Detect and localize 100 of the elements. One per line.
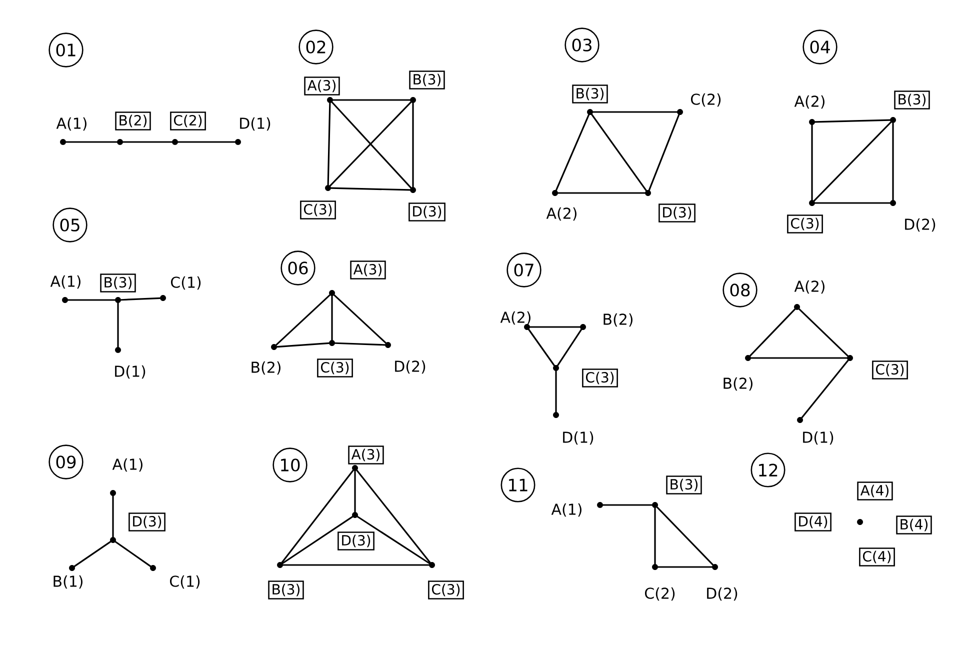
vertex-label: A(2) <box>794 280 824 294</box>
edge-line <box>657 566 713 568</box>
vertex-label: B(1) <box>54 575 82 589</box>
edge-line <box>114 541 152 567</box>
edge-line <box>276 342 330 348</box>
vertex-label: A(2) <box>546 207 576 221</box>
callout-number: 05 <box>52 208 88 242</box>
edge-line <box>555 114 590 191</box>
vertex-label: A(1) <box>56 117 86 131</box>
vertex-label-box: B(3) <box>268 580 304 600</box>
vertex-label: A(1) <box>112 458 142 472</box>
vertex-label-box: C(3) <box>787 214 823 234</box>
vertex-label: B(2) <box>604 313 632 327</box>
vertex-label-box: D(4) <box>794 512 832 532</box>
callout-number: 10 <box>272 448 308 482</box>
vertex-label-box: C(3) <box>300 200 336 220</box>
edge-line <box>334 294 386 344</box>
vertex-label: C(2) <box>645 587 675 601</box>
vertex-label: A(2) <box>500 311 530 325</box>
edge-line <box>529 326 581 328</box>
vertex-label: D(1) <box>563 431 594 445</box>
vertex-label-box: C(4) <box>859 548 895 566</box>
edge-line <box>412 102 414 188</box>
vertex-label-box: C(3) <box>582 368 618 388</box>
edge-line <box>811 124 813 201</box>
vertex-label: D(1) <box>115 365 146 379</box>
vertex-label: A(2) <box>794 95 824 109</box>
vertex-label: D(2) <box>905 218 936 232</box>
vertex-label-box: A(4) <box>857 482 893 500</box>
callout-number: 07 <box>506 252 542 288</box>
vertex-label-box: B(3) <box>666 476 702 494</box>
edge-line <box>112 495 114 538</box>
vertex-label: C(1) <box>170 575 200 589</box>
vertex-label: A(1) <box>50 275 80 289</box>
callout-number: 12 <box>750 452 786 488</box>
edge-line <box>356 516 430 564</box>
edge-line <box>892 122 894 201</box>
vertex-label-box: B(3) <box>572 84 608 104</box>
vertex-label: A(1) <box>551 503 582 517</box>
edge-line <box>282 564 430 566</box>
edge-line <box>177 141 236 143</box>
vertex-label: C(2) <box>691 93 721 107</box>
edge-line <box>528 328 555 366</box>
callout-number: 03 <box>564 28 600 62</box>
vertex-label-box: B(3) <box>894 90 930 110</box>
vertex-label-box: B(3) <box>100 274 136 292</box>
vertex-label: D(2) <box>395 360 426 374</box>
vertex-label-box: D(3) <box>128 512 166 532</box>
callout-number: 11 <box>500 468 536 502</box>
edge-line <box>276 294 330 346</box>
edge-line <box>557 192 646 194</box>
vertex-label-box: C(3) <box>428 580 464 600</box>
vertex-label-box: A(3) <box>348 446 384 464</box>
vertex-label: D(1) <box>240 117 270 131</box>
vertex-label-box: D(3) <box>338 532 374 550</box>
edge-line <box>67 299 116 301</box>
vertex-label: D(2) <box>707 587 738 601</box>
edge-line <box>281 470 354 564</box>
edge-line <box>356 470 431 564</box>
vertex-label: B(2) <box>724 377 752 391</box>
callout-number: 06 <box>280 250 316 286</box>
edge-line <box>798 308 848 357</box>
vertex-label-box: C(3) <box>317 358 353 378</box>
vertex-label-box: D(3) <box>408 202 446 222</box>
callout-number: 04 <box>802 30 838 64</box>
edge-line <box>282 516 354 564</box>
vertex-label-box: B(3) <box>409 70 445 90</box>
vertex-label-box: B(2) <box>115 112 151 130</box>
edge-line <box>602 504 653 506</box>
edge-line <box>120 297 161 301</box>
edge-line <box>654 507 656 565</box>
callout-number: 09 <box>48 444 84 480</box>
edge-line <box>648 114 680 191</box>
vertex-label: B(2) <box>252 361 280 375</box>
callout-number: 02 <box>298 30 334 64</box>
vertex-label-box: D(3) <box>658 204 696 222</box>
edge-line <box>750 357 848 359</box>
edge-line <box>592 111 678 113</box>
edge-line <box>555 370 557 413</box>
vertex-label: D(1) <box>803 431 834 445</box>
edge-line <box>813 122 892 202</box>
edge-line <box>334 342 386 346</box>
edge-line <box>801 360 849 418</box>
edge-line <box>331 295 333 341</box>
edge-line <box>327 102 331 186</box>
edge-line <box>122 141 173 143</box>
callout-number: 08 <box>722 272 758 308</box>
edge-line <box>330 187 411 191</box>
edge-line <box>556 328 582 366</box>
edge-line <box>814 119 891 123</box>
edge-line <box>117 302 119 348</box>
edge-line <box>814 202 891 204</box>
edge-line <box>65 141 118 143</box>
edge-line <box>332 99 411 101</box>
edge-line <box>656 506 714 566</box>
vertex-label-box: C(2) <box>170 112 206 130</box>
vertex-label: C(1) <box>171 276 201 290</box>
edge-line <box>749 308 796 356</box>
edge-line <box>354 470 356 513</box>
vertex-label-box: A(3) <box>304 76 340 96</box>
